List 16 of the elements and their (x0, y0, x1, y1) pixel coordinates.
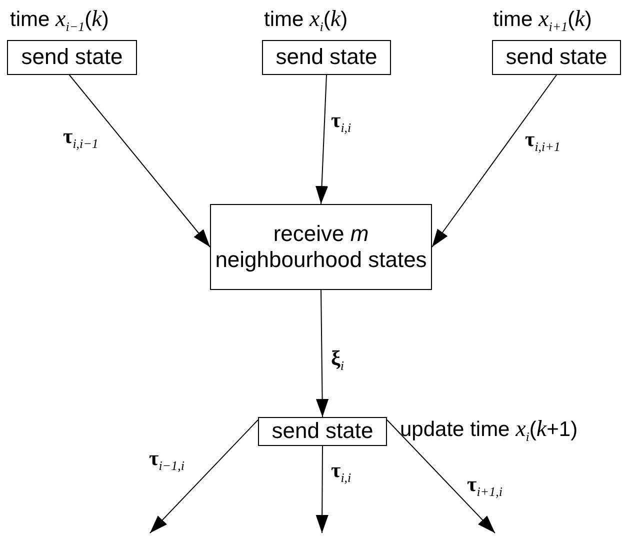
arrow (316, 446, 328, 534)
process-box: send state (258, 417, 387, 446)
arrow (386, 419, 496, 534)
arrow (68, 74, 210, 248)
time-label: time x$_{i+1}$(k) (493, 6, 592, 36)
process-box: send state (7, 40, 137, 75)
process-box: receive m neighbourhood states (210, 204, 432, 290)
process-box: send state (492, 40, 621, 75)
time-label: time x$_{i−1}$(k) (10, 6, 109, 36)
time-label: update time x$_{i}$(k+1) (400, 416, 578, 446)
process-box: send state (262, 40, 391, 75)
arrow (315, 74, 328, 204)
arrow (316, 290, 329, 418)
arrow (432, 74, 557, 248)
arrow (150, 419, 258, 534)
time-label: time x$_{i}$(k) (264, 6, 348, 36)
